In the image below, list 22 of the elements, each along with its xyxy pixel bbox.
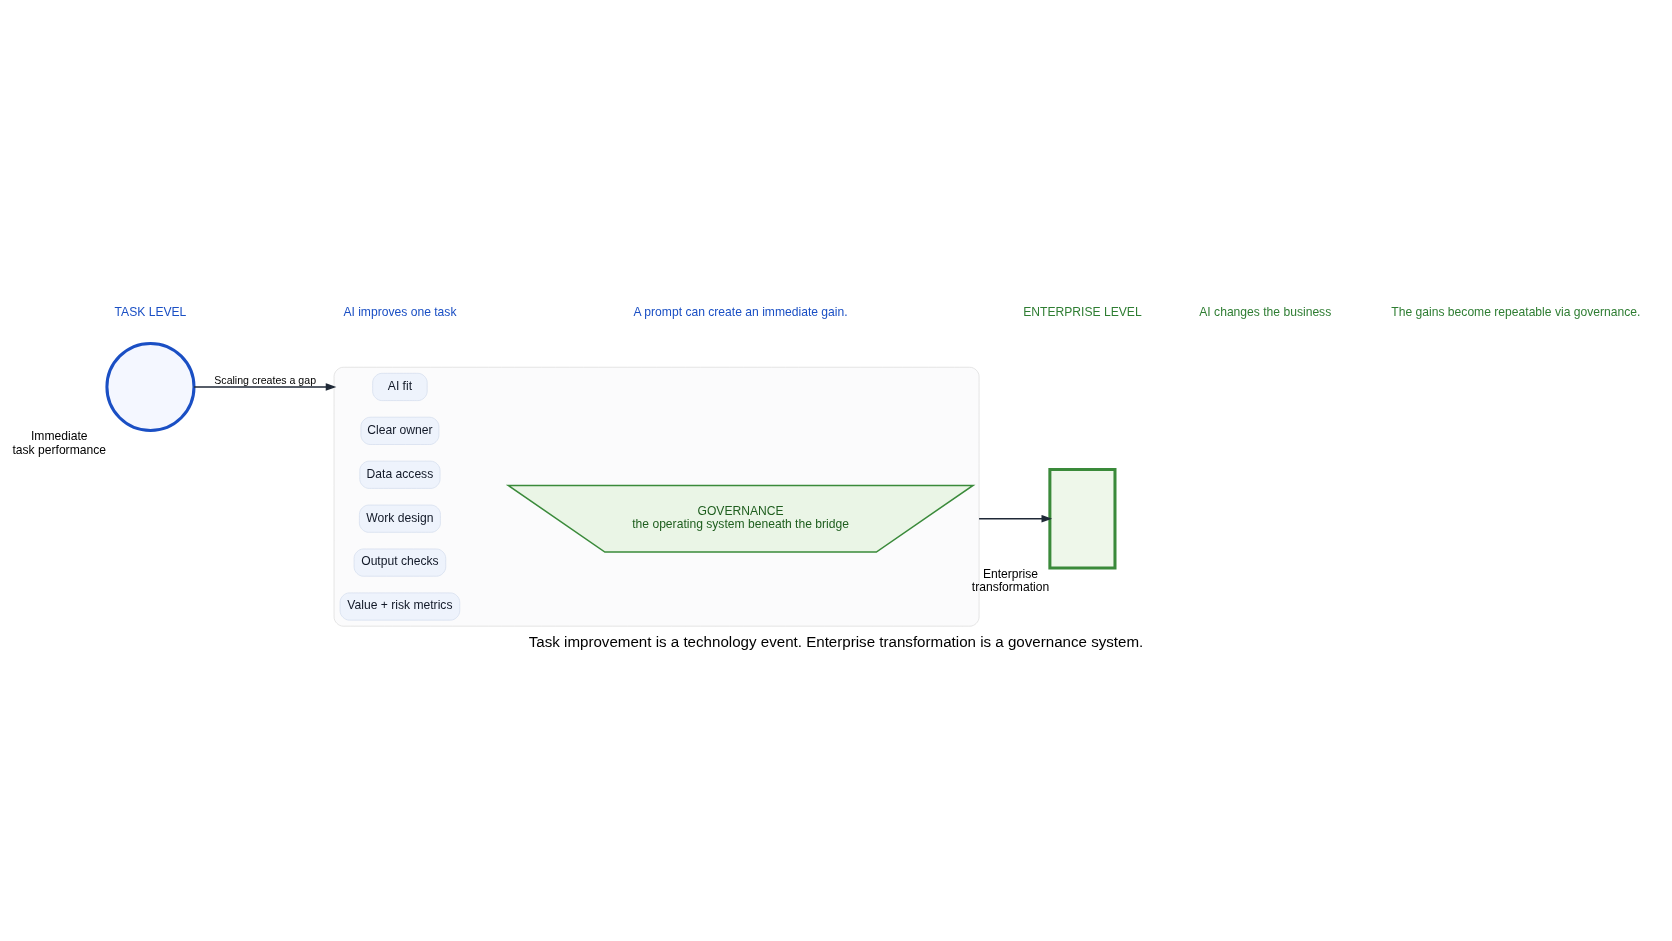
label: ENTERPRISE LEVEL: [1023, 304, 1142, 319]
node-box: Output checks: [353, 548, 447, 577]
node-label: Immediate: [30, 428, 88, 443]
edge-label: Scaling creates a gap: [214, 373, 317, 386]
node-box: AI fit: [372, 372, 428, 401]
label: AI changes the business: [1199, 304, 1332, 319]
node-box: Data access: [359, 460, 441, 489]
node-box: Clear owner: [360, 416, 440, 445]
label: TASK LEVEL: [114, 304, 187, 319]
label: AI improves one task: [343, 304, 457, 319]
node-box: Work design: [359, 504, 441, 533]
caption: Task improvement is a technology event. Enterprise transformation is a governance system.: [528, 632, 1144, 650]
label: The gains become repeatable via governance.: [1391, 304, 1641, 319]
node-box: [1048, 467, 1117, 569]
node-box: Value + risk metrics: [339, 592, 461, 621]
node-label: Enterprise: [982, 566, 1039, 581]
node-label: transformation: [971, 579, 1050, 594]
node-circle: [105, 341, 196, 432]
arrow: [193, 382, 337, 391]
arrow: [978, 514, 1053, 522]
label: A prompt can create an immediate gain.: [633, 304, 848, 319]
node-label: task performance: [12, 442, 107, 457]
